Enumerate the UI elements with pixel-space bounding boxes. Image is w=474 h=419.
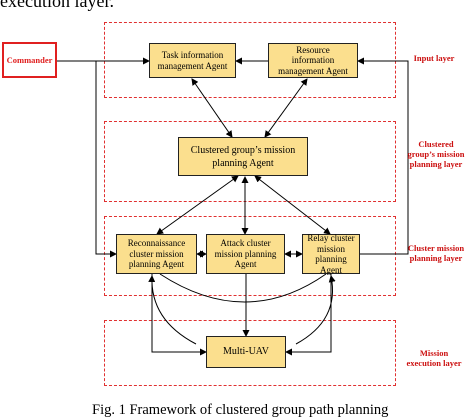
execution-layer-label: Mission execution layer xyxy=(406,348,462,368)
input-layer-label: Input layer xyxy=(413,53,455,63)
clustered-layer-label: Clustered group’s mission planning layer xyxy=(407,139,465,169)
commander-label: Commander xyxy=(6,55,53,65)
attack-agent-label: Attack cluster mission planning Agent xyxy=(214,238,277,270)
task-information-agent: Task information management Agent xyxy=(149,43,236,78)
figure-caption: Fig. 1 Framework of clustered group path… xyxy=(92,402,389,418)
recon-agent-label: Reconnaissance cluster mission planning … xyxy=(127,238,186,270)
commander-box: Commander xyxy=(2,42,57,78)
header-text: execution layer. xyxy=(0,0,114,11)
resource-agent-label: Resource information management Agent xyxy=(278,44,348,76)
relay-cluster-agent: Relay cluster mission planning Agent xyxy=(302,233,360,275)
clustered-layer-frame xyxy=(104,121,396,202)
relay-agent-label: Relay cluster mission planning Agent xyxy=(307,233,355,275)
clustered-group-agent: Clustered group’s mission planning Agent xyxy=(178,137,308,176)
clustered-agent-label: Clustered group’s mission planning Agent xyxy=(190,144,296,169)
attack-cluster-agent: Attack cluster mission planning Agent xyxy=(206,234,285,274)
cluster-layer-frame xyxy=(104,216,396,296)
resource-information-agent: Resource information management Agent xyxy=(268,43,358,78)
multi-uav-label: Multi-UAV xyxy=(223,345,269,357)
cluster-layer-label: Cluster mission planning layer xyxy=(407,243,465,263)
multi-uav-box: Multi-UAV xyxy=(206,336,286,368)
task-agent-label: Task information management Agent xyxy=(157,50,228,71)
input-layer-frame xyxy=(104,22,396,98)
execution-layer-frame xyxy=(104,320,396,386)
reconnaissance-cluster-agent: Reconnaissance cluster mission planning … xyxy=(116,234,197,274)
